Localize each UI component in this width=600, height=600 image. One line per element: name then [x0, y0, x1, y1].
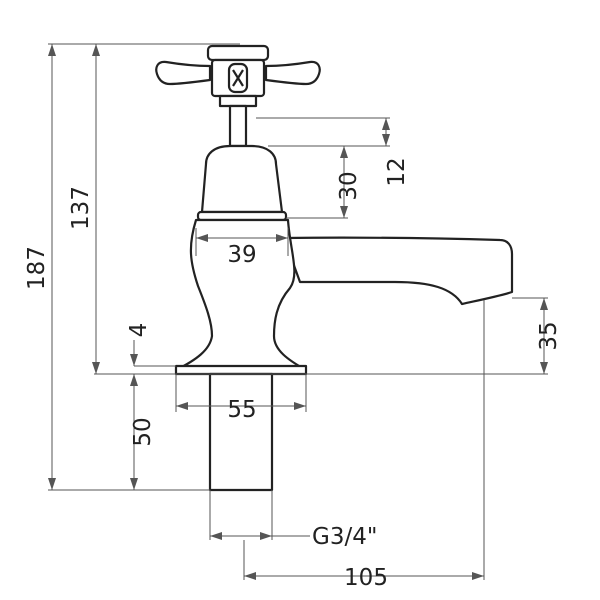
head-body: [200, 144, 284, 214]
dim-label-thread: G3/4": [312, 524, 377, 550]
handle-collar: [218, 94, 258, 108]
handle-index-mark: [232, 69, 244, 87]
base-flange: [174, 364, 308, 376]
dim-label-base-width: 55: [227, 397, 256, 423]
handle-arm-right: [264, 60, 321, 86]
dim-label-total-height: 187: [24, 246, 50, 290]
dim-label-spout-height: 35: [536, 321, 562, 350]
dim-label-projection: 105: [344, 565, 388, 591]
spout: [282, 236, 514, 306]
head-band: [196, 210, 288, 222]
dim-label-shank-length: 50: [130, 417, 156, 446]
stem: [228, 104, 248, 148]
dim-label-base-lip: 4: [126, 323, 152, 338]
dimension-lines: [48, 43, 548, 580]
handle-cap: [206, 44, 270, 62]
handle-arm-left: [155, 60, 212, 86]
dim-label-handle-offset: 12: [384, 157, 410, 186]
dim-label-body-height: 137: [68, 186, 94, 230]
dimension-labels: 187 137 12 30 39 4 35 55 50 G3/4" 105: [24, 157, 562, 591]
shank: [208, 372, 274, 492]
dim-label-head-height: 30: [336, 171, 362, 200]
dim-label-head-width: 39: [227, 242, 256, 268]
faucet-outline: [155, 44, 514, 492]
